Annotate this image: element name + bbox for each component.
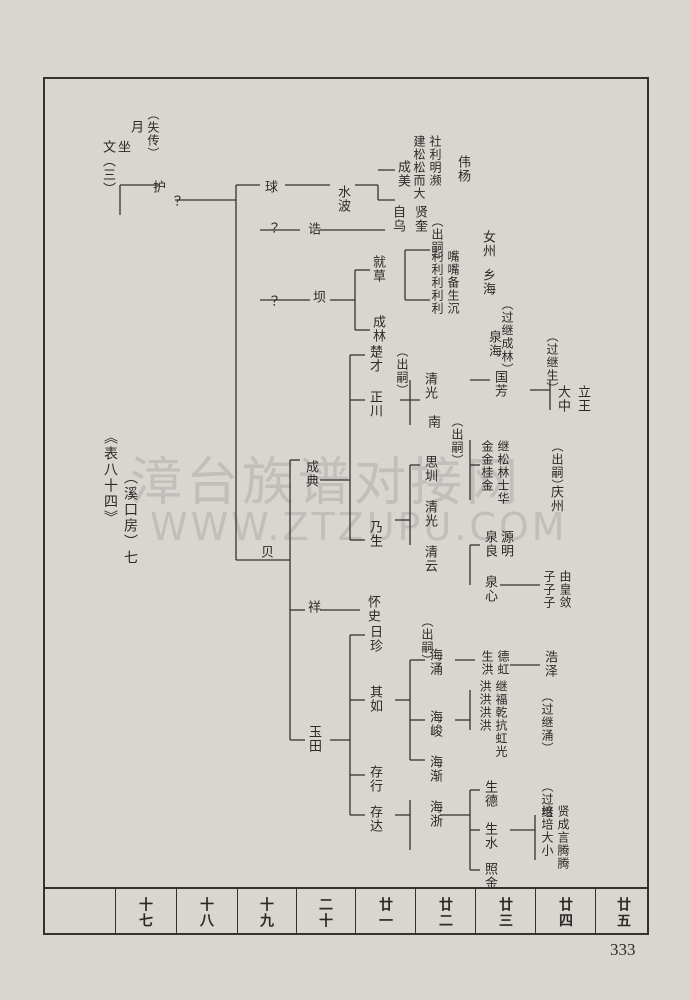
watermark-url: WWW.ZTZUPU.COM — [150, 505, 568, 549]
node-chengmei: 成美 — [395, 160, 410, 188]
node-hu: 护 — [150, 180, 165, 194]
col-h: 泉海 — [486, 330, 501, 358]
node-riyu: 日珍 — [367, 625, 382, 653]
node-chengdian: 成典 — [303, 460, 318, 488]
node-haiyong: 海涌 — [427, 648, 442, 676]
node-haijun: 海峻 — [427, 710, 442, 738]
col-q: 继福乾抗虹光 — [494, 680, 508, 758]
col-n: 大中 — [555, 385, 570, 413]
note-out-2: （出嗣） — [395, 345, 409, 397]
generation-bar: 十七 十八 十九 二十 廿一 廿二 廿三 廿四 廿五 — [43, 887, 649, 935]
node-zhao: 诰 — [305, 222, 320, 236]
col-a: 建松松而大 — [412, 135, 426, 200]
col-t: 浩泽 — [542, 650, 557, 678]
node-shengde: 生德 — [482, 780, 497, 808]
col-l: 子子子 — [542, 570, 556, 609]
col-c: 利利利利利 — [430, 250, 444, 315]
gen-20: 二十 — [317, 897, 333, 929]
note-adopt-2: （过继成林） — [500, 298, 514, 376]
node-qiu: 球 — [262, 180, 277, 194]
node-qingguang: 清光 — [422, 372, 437, 400]
node-chenglin: 成林 — [370, 315, 385, 343]
node-qiru: 其如 — [367, 685, 382, 713]
note-adopt-5: （过继 — [540, 780, 554, 819]
gen-24: 廿四 — [557, 897, 573, 929]
col-m: 由皇敛 — [558, 570, 572, 609]
page-number: 333 — [610, 940, 636, 959]
col-v: 培培大小 — [540, 805, 554, 857]
node-siyuan: 思圳 — [422, 455, 437, 483]
node-q3: ？ — [262, 295, 277, 309]
gen-22: 廿二 — [437, 897, 453, 929]
gen-19: 十九 — [258, 897, 274, 929]
gen-18: 十八 — [198, 897, 214, 929]
watermark: 漳台族谱对接网 — [130, 453, 523, 513]
note-lost: （失传） — [146, 108, 160, 160]
node-quanxin: 泉心 — [482, 575, 497, 603]
node-nan: 南 — [425, 415, 440, 429]
gen-21: 廿一 — [377, 897, 393, 929]
node-q1: ？ — [165, 195, 180, 209]
note-out-1: （出嗣） — [430, 215, 444, 267]
note-out-5: （出嗣） — [420, 615, 434, 667]
node-shengshui: 生水 — [482, 822, 497, 850]
node-yuanming: 源明 — [498, 530, 513, 558]
node-shuibo: 水波 — [335, 185, 350, 213]
col-w: 贤成言腾腾 — [556, 805, 570, 870]
col-k: 庆州 — [548, 485, 563, 513]
node-guoyu: 国芳 — [492, 370, 507, 398]
node-wen: 文（三） — [100, 140, 115, 196]
col-j: 继松林士华 — [496, 440, 510, 505]
node-xiang: 祥 — [305, 600, 320, 614]
col-r: 生洪 — [480, 650, 494, 676]
note-adopt-3: （过继生） — [545, 330, 559, 395]
table-frame — [43, 77, 649, 935]
table-title: 《表八十四》 — [102, 430, 118, 526]
node-cunda: 存达 — [367, 805, 382, 833]
node-quanhui: 泉良 — [482, 530, 497, 558]
col-s: 德虹 — [496, 650, 510, 676]
col-o: 立王 — [575, 385, 590, 413]
node-qingyun: 清云 — [422, 545, 437, 573]
col-b: 社利明濒 — [428, 135, 442, 187]
node-yutian: 玉田 — [306, 725, 321, 753]
gen-23: 廿三 — [497, 897, 513, 929]
node-bei: 贝 — [258, 545, 273, 559]
node-huaishi: 怀史 — [365, 595, 380, 623]
note-out-4: （出嗣） — [550, 440, 564, 492]
node-zhaojin: 照金 — [482, 862, 497, 890]
node-jiucao: 就草 — [370, 255, 385, 283]
note-out-3: （出嗣） — [450, 415, 464, 467]
node-cunhang: 存行 — [367, 765, 382, 793]
node-q2: ？ — [262, 222, 277, 236]
node-kuo: 坝 — [310, 290, 325, 304]
gen-25: 廿五 — [615, 897, 631, 929]
col-f: 乡海 — [480, 268, 495, 296]
col-e: 女州 — [480, 230, 495, 258]
gen-17: 十七 — [137, 897, 153, 929]
col-d: 嘴嘴备生沉 — [446, 250, 460, 315]
table-subtitle: （溪口房）七 — [122, 470, 138, 566]
node-xianzhi: 贤奎 — [412, 205, 427, 233]
col-i: 金金桂金 — [480, 440, 494, 492]
node-chucai: 楚才 — [367, 345, 382, 373]
col-p: 洪洪洪洪 — [478, 680, 492, 732]
col-g: 伟杨 — [455, 155, 470, 183]
node-naisheng: 乃生 — [367, 520, 382, 548]
node-qingguang-2: 清光 — [422, 500, 437, 528]
node-yue: 月 — [128, 120, 143, 134]
node-zhengchuan: 正川 — [367, 390, 382, 418]
node-haijian: 海渐 — [427, 755, 442, 783]
node-ziwu: 自乌 — [390, 205, 405, 233]
node-haixi: 海浙 — [427, 800, 442, 828]
node-zuo: 坐 — [115, 140, 130, 154]
note-adopt-4: （过继涌） — [540, 690, 554, 755]
